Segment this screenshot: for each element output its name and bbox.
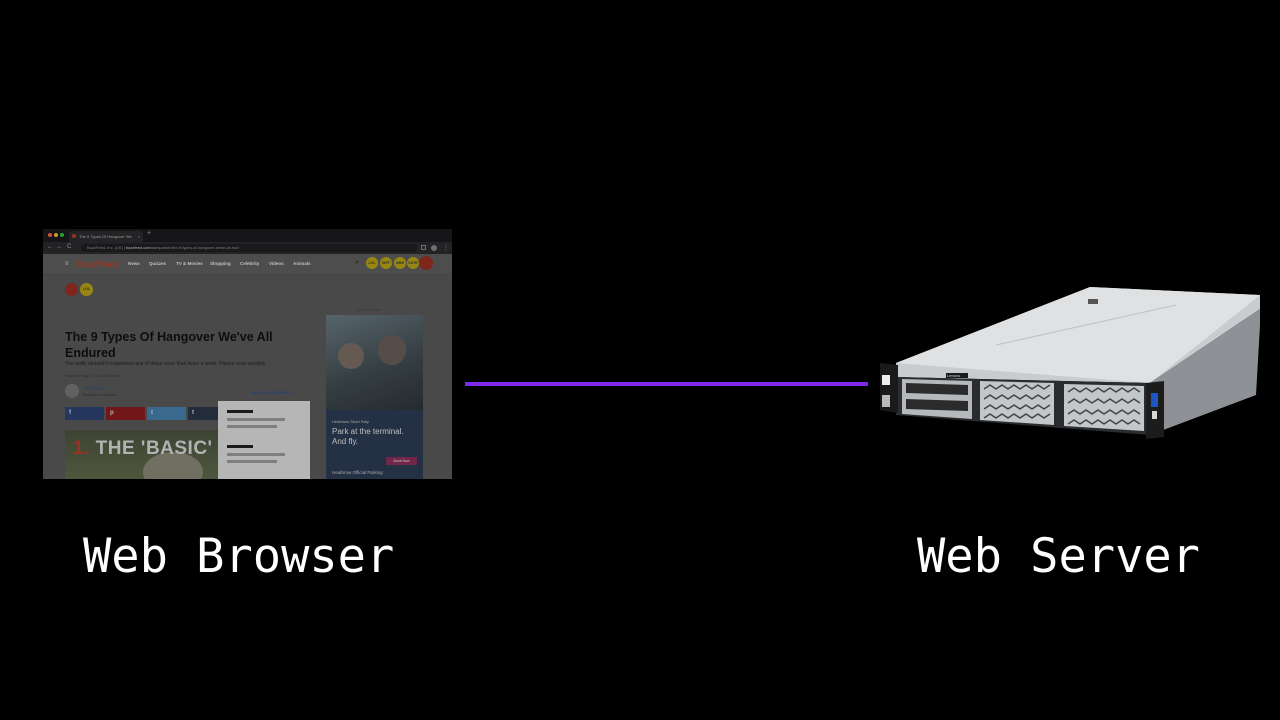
browser-toolbar: ← → C BuzzFeed, Inc. [US] | buzzfeed.com…: [43, 242, 452, 254]
tab-close-icon: ×: [137, 234, 140, 239]
badge-cute: CUTE: [407, 257, 419, 269]
ad-copy-panel: Heathrow Short Stay Park at the terminal…: [326, 410, 423, 479]
address-bar: BuzzFeed, Inc. [US] | buzzfeed.com/sampa…: [81, 244, 417, 252]
star-icon: [421, 245, 426, 250]
menu-heading-line: [227, 410, 253, 413]
web-browser-thumbnail: The 9 Types Of Hangover We × + ← → C Buz…: [43, 229, 452, 479]
author-avatar: [65, 384, 79, 398]
nav-link-news: News: [128, 261, 140, 266]
article-dek: You really shouldn't experience any of t…: [65, 361, 267, 367]
address-path: /samparker/the-9-types-of-hangover-weve-…: [150, 245, 239, 250]
search-icon: ⌕: [355, 259, 359, 266]
server-right-ear: [1146, 381, 1164, 439]
favicon-icon: [72, 234, 76, 238]
trending-icon: [419, 256, 433, 270]
window-minimize-dot: [54, 233, 58, 237]
facebook-share-icon: f: [65, 407, 104, 420]
menu-dots-icon: ⋮: [443, 245, 449, 251]
owl-image: [143, 452, 203, 479]
share-dropdown-menu: [218, 401, 310, 479]
server-drive-bays: [902, 379, 1144, 431]
menu-text-line: [227, 460, 277, 463]
nav-link-shopping: Shopping: [210, 261, 231, 266]
server-lid-seam: [995, 304, 1177, 346]
server-lid: [896, 287, 1260, 383]
server-vent-pattern: [983, 384, 1141, 425]
site-logo: BuzzFeed: [76, 259, 119, 269]
badge-lol: LOL: [366, 257, 378, 269]
new-tab-icon: +: [147, 230, 152, 237]
ad-tagline: Park at the terminal. And fly.: [332, 427, 404, 446]
address-host: buzzfeed.com: [125, 245, 151, 250]
hero-title: THE 'BASIC': [95, 438, 213, 459]
reload-icon: C: [67, 244, 72, 250]
rack-server-icon: Lenovo: [880, 287, 1260, 439]
menu-text-line: [227, 418, 285, 421]
advertisement: Heathrow Short Stay Park at the terminal…: [326, 315, 423, 479]
web-server-label: Web Server: [917, 529, 1200, 584]
article-headline: The 9 Types Of Hangover We've All Endure…: [65, 330, 273, 360]
server-usb-port: [1152, 411, 1157, 419]
badge-omg: OMG: [394, 257, 406, 269]
profile-icon: [431, 245, 437, 251]
web-page: ≡ BuzzFeed News Quizzes TV & Movies Shop…: [43, 254, 452, 479]
window-zoom-dot: [60, 233, 64, 237]
menu-text-line: [227, 453, 285, 456]
browser-tab-bar: The 9 Types Of Hangover We × +: [43, 229, 452, 242]
hamburger-icon: ≡: [65, 261, 69, 267]
lol-badge: LOL: [80, 283, 93, 296]
twitter-share-icon: t: [147, 407, 186, 420]
menu-text-line: [227, 425, 277, 428]
nav-link-animals: Animals: [293, 261, 311, 266]
comments-link: View 31 comments ↓: [251, 390, 295, 395]
ad-person: [378, 335, 406, 365]
author-role: BuzzFeed Contributor: [83, 393, 118, 397]
ad-brand: Heathrow Official Parking: [332, 470, 383, 475]
hero-number: 1.: [73, 438, 90, 459]
server-drive-handle: [882, 375, 890, 385]
nav-link-celebrity: Celebrity: [240, 261, 260, 266]
nav-link-tv-movies: TV & Movies: [176, 261, 203, 266]
ad-kicker: Heathrow Short Stay: [332, 419, 369, 424]
trending-badge-icon: [65, 283, 78, 296]
server-led-panel: [1151, 393, 1158, 407]
pinterest-share-icon: p: [106, 407, 145, 420]
dim-overlay: [43, 229, 452, 479]
nav-link-videos: Videos: [269, 261, 284, 266]
connection-line: [465, 382, 868, 386]
article-posted-date: Posted on May 2, 2016, at 8:30 a.m.: [65, 374, 122, 378]
server-label: [1088, 299, 1098, 304]
author-name: Sam Parker: [83, 386, 107, 391]
server-brand-text: Lenovo: [947, 373, 961, 378]
browser-tab-title: The 9 Types Of Hangover We: [79, 234, 132, 239]
server-side-panel: [1150, 309, 1260, 435]
ad-book-now-button: Book Now: [386, 457, 417, 465]
ad-photo: [326, 315, 423, 410]
ad-person: [338, 343, 364, 369]
tumblr-share-icon: t: [188, 407, 218, 420]
server-drive-handle: [882, 395, 890, 407]
address-site: BuzzFeed, Inc. [US]: [87, 245, 123, 250]
server-brand-badge: [946, 373, 968, 378]
browser-tab: The 9 Types Of Hangover We ×: [69, 231, 143, 242]
badge-wtf: WTF: [380, 257, 392, 269]
web-browser-label: Web Browser: [83, 529, 395, 584]
menu-heading-line: [227, 445, 253, 448]
site-navbar: ≡ BuzzFeed News Quizzes TV & Movies Shop…: [43, 254, 452, 275]
ad-label: ADVERTISEMENT: [356, 308, 382, 312]
hero-caption: 1. THE 'BASIC': [73, 438, 213, 460]
forward-icon: →: [56, 244, 62, 250]
back-icon: ←: [47, 244, 53, 250]
window-close-dot: [48, 233, 52, 237]
nav-link-quizzes: Quizzes: [149, 261, 167, 266]
